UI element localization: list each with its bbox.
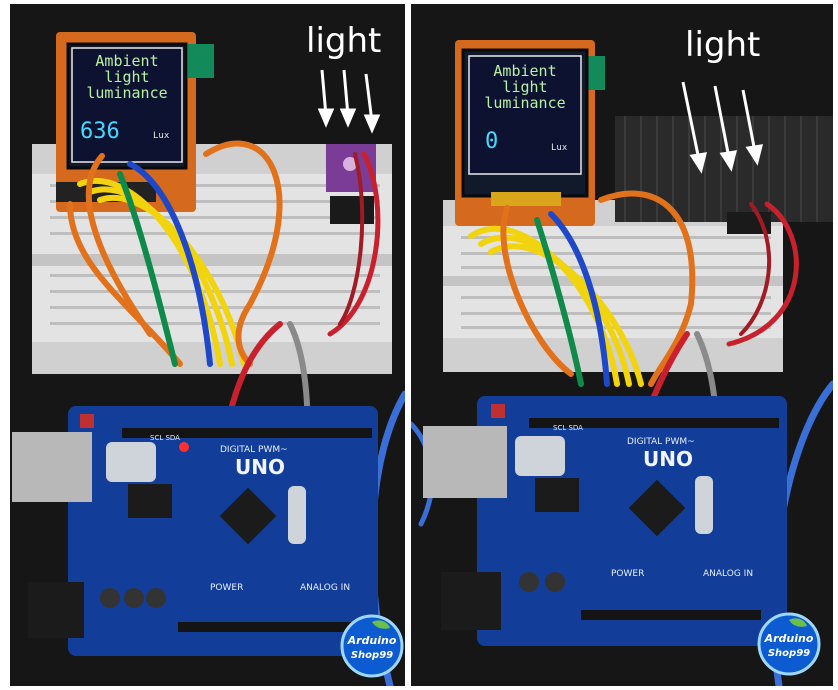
badge-line-2: Shop99 (351, 650, 393, 661)
board-label: UNO (643, 447, 693, 471)
lux-unit: Lux (551, 143, 568, 153)
light-arrows (317, 69, 381, 134)
screen-line-2: light (502, 78, 547, 96)
screen-line-3: luminance (86, 84, 167, 102)
badge-line-1: Arduino (764, 632, 814, 645)
silk-digital: DIGITAL PWM~ (220, 445, 288, 455)
lux-value: 0 (485, 129, 498, 154)
silk-sda: SCL SDA (553, 424, 583, 432)
light-sensor-module (326, 144, 376, 224)
light-label: light (685, 25, 760, 65)
screen-line-3: luminance (484, 94, 565, 112)
silk-analog: ANALOG IN (300, 583, 350, 593)
tft-display-module: Ambient light luminance 0 Lux (455, 40, 605, 226)
arduino-uno-board: SCL SDA DIGITAL PWM~ UNO POWER ANALOG IN (12, 406, 378, 656)
silk-power: POWER (210, 583, 243, 593)
arrow-down-icon (681, 81, 708, 174)
light-arrows (681, 81, 764, 174)
panel-divider (405, 0, 411, 690)
silk-sda: SCL SDA (150, 434, 180, 442)
arrow-down-icon (317, 69, 335, 128)
badge-leaf-icon (789, 618, 807, 627)
silk-analog: ANALOG IN (703, 569, 753, 579)
tft-display-module: Ambient light luminance 636 Lux (56, 32, 214, 212)
photo-panel-right: Ambient light luminance 0 Lux (411, 4, 833, 686)
screen-line-1: Ambient (95, 52, 158, 70)
badge-line-2: Shop99 (768, 648, 810, 659)
lux-unit: Lux (153, 131, 170, 141)
breadboard-photo-right: Ambient light luminance 0 Lux (411, 4, 833, 686)
photo-panel-left: Ambient light luminance 636 Lux (10, 4, 405, 686)
screen-line-2: light (104, 68, 149, 86)
arrow-down-icon (741, 89, 764, 166)
board-label: UNO (235, 455, 285, 479)
arduino-uno-board: SCL SDA DIGITAL PWM~ UNO POWER ANALOG IN (423, 396, 787, 646)
silk-digital: DIGITAL PWM~ (627, 437, 695, 447)
light-label: light (306, 21, 381, 61)
badge-line-1: Arduino (347, 634, 397, 647)
silk-power: POWER (611, 569, 644, 579)
badge-leaf-icon (372, 620, 390, 629)
lux-value: 636 (80, 119, 120, 144)
breadboard-photo-left: Ambient light luminance 636 Lux (10, 4, 405, 686)
arrow-down-icon (713, 85, 738, 172)
screen-line-1: Ambient (493, 62, 556, 80)
shop-badge: Arduino Shop99 (757, 612, 821, 676)
arrow-down-icon (363, 73, 381, 134)
arrow-down-icon (339, 69, 357, 128)
shop-badge: Arduino Shop99 (340, 614, 404, 678)
